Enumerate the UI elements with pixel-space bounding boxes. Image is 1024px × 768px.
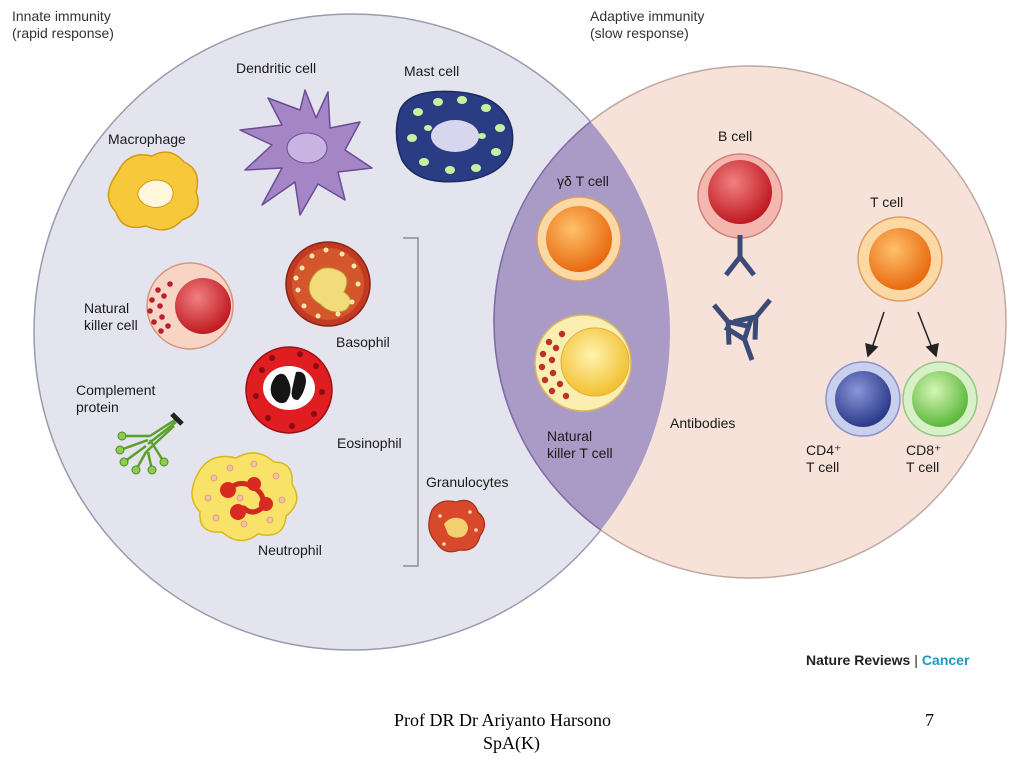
overlap-region [493,65,670,579]
eosinophil-icon [245,346,333,434]
t-cell-icon [857,216,943,302]
gamma-delta-t-cell-label: γδ T cell [557,173,609,189]
cd8-t-cell-label-1: CD8⁺ [906,442,942,458]
macrophage-label: Macrophage [108,131,186,147]
natural-killer-t-cell-label-1: Natural [547,428,593,444]
granulocyte-icon [428,499,486,553]
complement-protein-label-2: protein [76,399,119,415]
adaptive-immunity-subtitle: (slow response) [590,25,689,41]
journal-name: Nature Reviews [806,652,911,668]
complement-protein-label-1: Complement [76,382,156,398]
natural-killer-cell-icon [146,262,234,350]
granulocytes-label: Granulocytes [426,474,509,490]
eosinophil-label: Eosinophil [337,435,402,451]
complement-protein-icon [115,412,184,475]
cd4-t-cell-icon [825,361,901,437]
adaptive-immunity-title: Adaptive immunity [590,8,705,24]
antibodies-label: Antibodies [670,415,736,431]
t-cell-label: T cell [870,194,904,210]
mast-cell-icon [395,90,514,183]
antibodies-icon [712,235,772,361]
mast-cell-label: Mast cell [404,63,460,79]
b-cell-icon [697,153,783,239]
basophil-label: Basophil [336,334,390,350]
cd8-t-cell-icon [902,361,978,437]
dendritic-cell-label: Dendritic cell [236,60,317,76]
cd4-t-cell-label-2: T cell [806,459,840,475]
differentiation-arrows [865,311,939,358]
b-cell-label: B cell [718,128,753,144]
basophil-icon [285,241,371,327]
cd4-t-cell-label-1: CD4⁺ [806,442,842,458]
natural-killer-t-cell-icon [534,314,632,412]
neutrophil-label: Neutrophil [258,542,322,558]
natural-killer-cell-label-2: killer cell [84,317,138,333]
innate-immunity-title: Innate immunity [12,8,111,24]
gamma-delta-t-cell-icon [536,196,622,282]
author-name: Prof DR Dr Ariyanto Harsono [394,710,611,730]
page-number: 7 [925,710,934,730]
cd8-t-cell-label-2: T cell [906,459,940,475]
granulocyte-bracket [403,237,419,567]
macrophage-icon [107,151,199,231]
neutrophil-icon [191,452,298,542]
journal-separator: | [914,652,918,668]
innate-immunity-subtitle: (rapid response) [12,25,114,41]
natural-killer-cell-label-1: Natural [84,300,130,316]
author-credential: SpA(K) [483,733,540,753]
journal-section: Cancer [921,652,970,668]
natural-killer-t-cell-label-2: killer T cell [547,445,613,461]
journal-credit: Nature Reviews|Cancer [806,652,969,668]
dendritic-cell-icon [239,89,373,216]
